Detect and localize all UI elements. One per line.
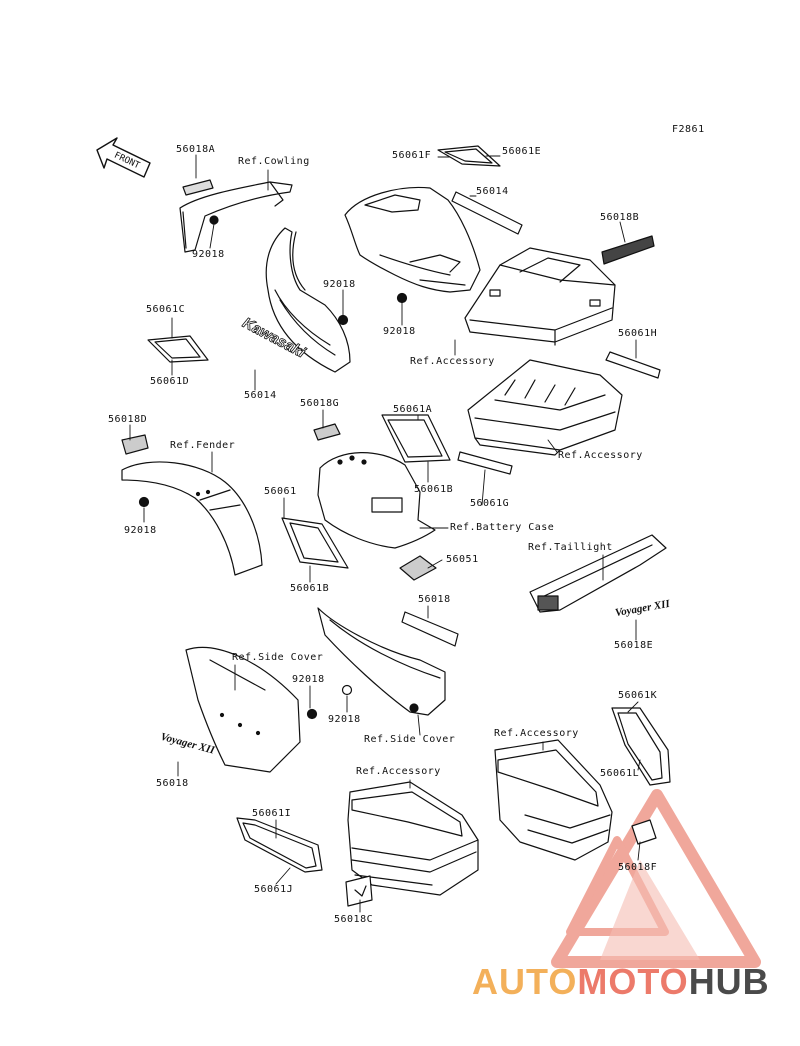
label-56018b: 56018B	[600, 212, 640, 223]
part-taillight	[529, 534, 667, 613]
label-92018-e: 92018	[292, 674, 325, 685]
figure-code: F2861	[672, 124, 705, 135]
label-56061g: 56061G	[470, 498, 510, 509]
part-56061e-decal	[437, 145, 501, 167]
part-56051-label	[399, 555, 437, 581]
label-56018g: 56018G	[300, 398, 340, 409]
part-left-side-cover	[185, 646, 301, 773]
part-56061g-strip	[457, 451, 513, 475]
watermark-text: AUTOMOTOHUB	[472, 962, 770, 1002]
grommet-92018-icons	[138, 292, 408, 720]
part-56018-decal	[401, 611, 459, 647]
grommet-icon	[341, 684, 353, 696]
part-saddlebag-left	[347, 781, 479, 896]
part-56018a-decal	[182, 179, 214, 196]
label-92018-d: 92018	[124, 525, 157, 536]
voyager-side-text: Voyager XII	[159, 731, 216, 757]
grommet-icon	[306, 708, 318, 720]
label-56018: 56018	[418, 594, 451, 605]
label-ref-cowling: Ref.Cowling	[238, 156, 310, 167]
voyager-badge-text: Voyager XII	[614, 598, 671, 620]
leader-lines	[129, 154, 641, 913]
part-front-fender	[121, 461, 263, 576]
part-56018-side-decal: Voyager XII	[159, 731, 216, 757]
part-right-side-cover	[317, 607, 446, 716]
part-56018e-badge: Voyager XII	[614, 598, 671, 620]
grommet-icon	[396, 292, 408, 304]
part-trunk-lid	[464, 247, 616, 346]
grommet-icon	[138, 496, 150, 508]
grommet-icon	[337, 314, 349, 326]
label-56061f: 56061F	[392, 150, 432, 161]
label-56061j: 56061J	[254, 884, 294, 895]
label-56061b-a: 56061B	[414, 484, 454, 495]
part-56018f-decal	[631, 819, 657, 845]
part-56061h-strip	[605, 351, 661, 379]
label-56061i: 56061I	[252, 808, 292, 819]
label-56018-side: 56018	[156, 778, 189, 789]
label-ref-accessory-2: Ref.Accessory	[558, 450, 643, 461]
watermark-part-3: HUB	[688, 961, 770, 1002]
part-center-cover	[317, 452, 436, 549]
part-cowling-strip	[179, 181, 293, 253]
part-lower-cowling-left	[265, 227, 351, 373]
label-92018-c: 92018	[383, 326, 416, 337]
part-56018g-decal	[313, 423, 341, 441]
label-56061d: 56061D	[150, 376, 190, 387]
part-56061-trim	[281, 517, 349, 569]
label-ref-accessory-4: Ref.Accessory	[494, 728, 579, 739]
label-56061: 56061	[264, 486, 297, 497]
label-56018e: 56018E	[614, 640, 654, 651]
label-56061b-b: 56061B	[290, 583, 330, 594]
part-56061c-trim	[147, 335, 209, 363]
part-saddlebag-right	[494, 739, 613, 861]
part-56061a-trim	[381, 414, 451, 463]
label-92018-b: 92018	[323, 279, 356, 290]
label-56018a: 56018A	[176, 144, 216, 155]
label-56018d: 56018D	[108, 414, 148, 425]
label-ref-accessory-3: Ref.Accessory	[356, 766, 441, 777]
label-56061c: 56061C	[146, 304, 186, 315]
label-56018f: 56018F	[618, 862, 658, 873]
label-ref-side-cover-right: Ref.Side Cover	[364, 734, 456, 745]
label-92018-f: 92018	[328, 714, 361, 725]
part-upper-cowling	[344, 186, 481, 293]
label-56018c: 56018C	[334, 914, 374, 925]
label-ref-fender: Ref.Fender	[170, 440, 236, 451]
label-92018-a: 92018	[192, 249, 225, 260]
label-ref-battery-case: Ref.Battery Case	[450, 522, 555, 533]
part-trunk-base	[467, 359, 623, 456]
label-56061k: 56061K	[618, 690, 658, 701]
label-56061h: 56061H	[618, 328, 658, 339]
part-56018b-badge	[601, 235, 655, 265]
label-56014-mid: 56014	[244, 390, 277, 401]
part-56061i-trim	[236, 817, 323, 873]
part-56018d-decal	[121, 434, 149, 455]
watermark-part-2: MOTO	[577, 961, 689, 1002]
label-56051: 56051	[446, 554, 479, 565]
label-56061l: 56061L	[600, 768, 640, 779]
part-56014-strip	[451, 191, 523, 235]
watermark-logo	[551, 789, 761, 968]
part-56018c-label	[345, 875, 373, 907]
label-ref-taillight: Ref.Taillight	[528, 542, 613, 553]
part-56061k-trim	[611, 707, 671, 786]
label-ref-accessory-1: Ref.Accessory	[410, 356, 495, 367]
label-56061a: 56061A	[393, 404, 433, 415]
front-arrow-icon: FRONT	[96, 137, 151, 178]
label-56061e: 56061E	[502, 146, 542, 157]
watermark-part-1: AUTO	[472, 961, 578, 1002]
label-56014-top: 56014	[476, 186, 509, 197]
label-ref-side-cover-left: Ref.Side Cover	[232, 652, 324, 663]
